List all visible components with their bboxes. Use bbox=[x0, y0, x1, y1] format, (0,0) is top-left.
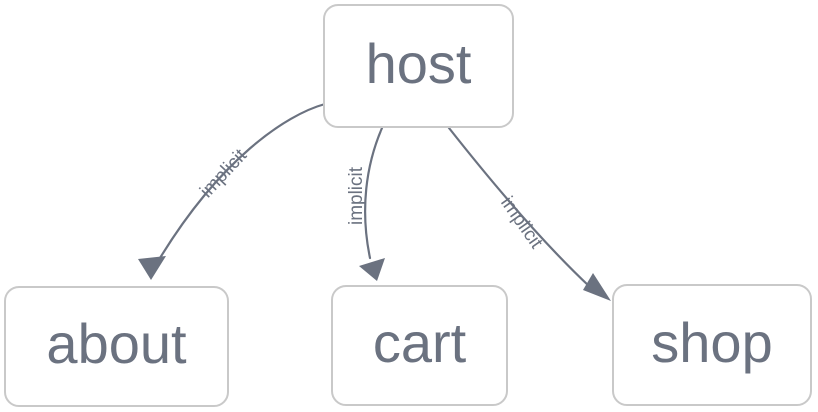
node-rect-about bbox=[4, 286, 229, 407]
node-label-host: host bbox=[366, 32, 472, 95]
node-label-cart: cart bbox=[373, 311, 467, 374]
node-host[interactable]: host bbox=[323, 4, 514, 128]
node-label-about: about bbox=[46, 312, 187, 375]
node-rect-cart bbox=[331, 285, 508, 406]
node-shop[interactable]: shop bbox=[612, 284, 812, 406]
node-label-shop: shop bbox=[651, 311, 772, 374]
arrowhead-host-shop bbox=[583, 273, 611, 301]
edges-group: implicit implicit implicit bbox=[138, 102, 611, 301]
arrowhead-host-about bbox=[138, 256, 166, 280]
node-rect-shop bbox=[612, 284, 812, 406]
edge-label-host-shop: implicit bbox=[496, 193, 547, 253]
edge-host-about[interactable]: implicit bbox=[138, 102, 327, 280]
edge-label-host-about: implicit bbox=[196, 145, 251, 202]
arrowhead-host-cart bbox=[359, 258, 385, 281]
edge-path-host-shop bbox=[447, 126, 592, 289]
edge-path-host-cart bbox=[364, 126, 384, 260]
node-cart[interactable]: cart bbox=[331, 285, 508, 406]
edge-label-host-cart: implicit bbox=[346, 166, 367, 225]
edge-host-cart[interactable]: implicit bbox=[346, 126, 385, 281]
nodes-group: host about cart shop bbox=[4, 4, 812, 407]
edge-host-shop[interactable]: implicit bbox=[447, 126, 611, 301]
node-about[interactable]: about bbox=[4, 286, 229, 407]
edge-path-host-about bbox=[158, 102, 327, 260]
node-rect-host bbox=[323, 4, 514, 128]
